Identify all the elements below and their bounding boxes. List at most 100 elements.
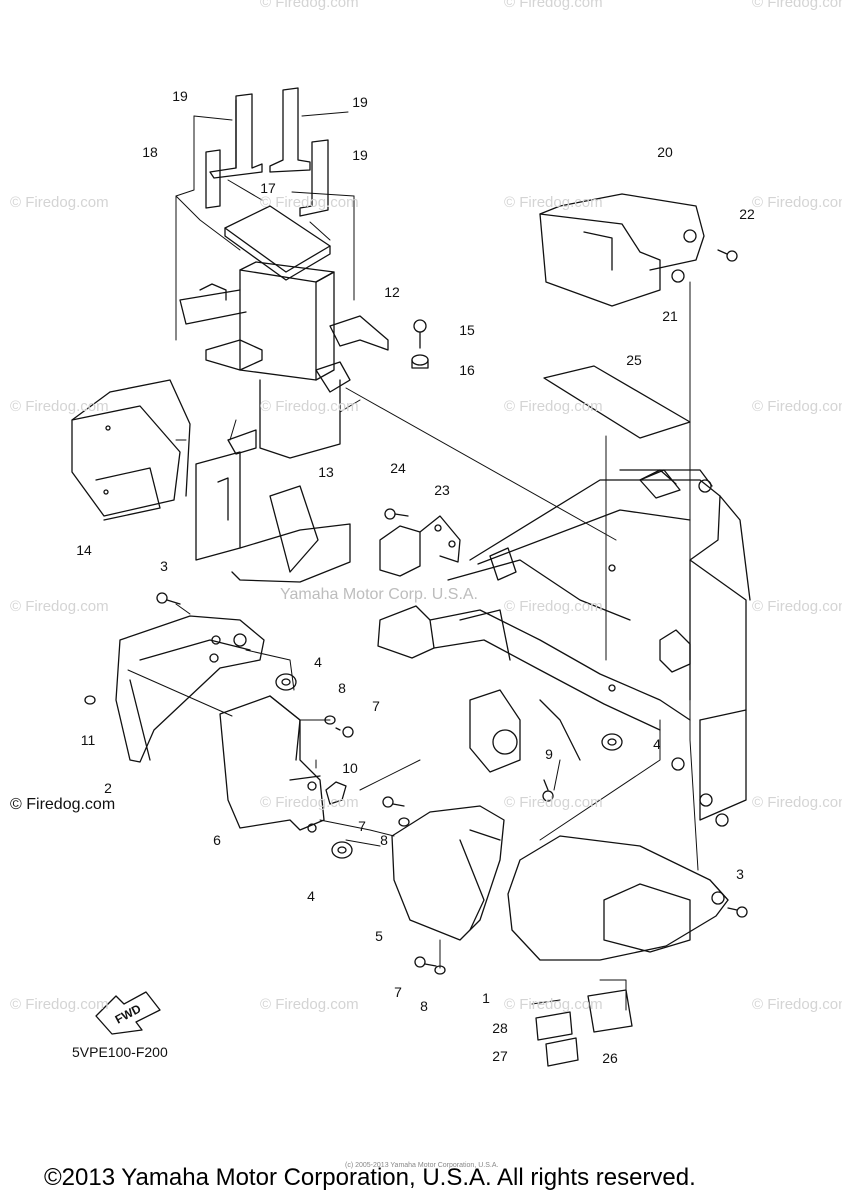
cover-6: [219, 695, 325, 833]
watermark: © Firedog.com: [260, 0, 359, 11]
callout-14: 14: [76, 542, 92, 558]
small-copyright: (c) 2005-2013 Yamaha Motor Corporation, …: [345, 1162, 499, 1169]
bolt-9: [542, 779, 554, 802]
callout-5: 5: [375, 928, 383, 944]
pad-17: [224, 205, 331, 281]
callout-15: 15: [459, 322, 475, 338]
bracket-23: [379, 515, 461, 577]
watermark: © Firedog.com: [504, 194, 603, 211]
copyright-caption: ©2013 Yamaha Motor Corporation, U.S.A. A…: [44, 1164, 696, 1191]
cover-1: [507, 835, 729, 961]
callout-8: 8: [380, 832, 388, 848]
tray-13: [195, 451, 351, 583]
callout-19: 19: [352, 94, 368, 110]
label-27: [545, 1037, 579, 1067]
callout-25: 25: [626, 352, 642, 368]
part-code: 5VPE100-F200: [72, 1044, 168, 1060]
callout-4: 4: [653, 736, 661, 752]
callout-16: 16: [459, 362, 475, 378]
firedog-mark: © Firedog.com: [10, 796, 116, 813]
leader-lines-upper: [175, 111, 355, 341]
callout-17: 17: [260, 180, 276, 196]
frame: [377, 469, 751, 827]
bolt-3b: [727, 906, 748, 918]
collar-16: [411, 354, 429, 369]
grommet-4a: [275, 673, 297, 691]
callout-11: 11: [80, 732, 96, 748]
callout-21: 21: [662, 308, 678, 324]
callout-3: 3: [736, 866, 744, 882]
washer-8b: [398, 817, 410, 827]
callout-3: 3: [160, 558, 168, 574]
callout-1: 1: [482, 990, 490, 1006]
watermark: © Firedog.com: [10, 398, 109, 415]
watermark: © Firedog.com: [260, 194, 359, 211]
plate-19-rear: [299, 139, 329, 217]
bolt-24: [384, 508, 409, 520]
clip-10: [325, 781, 347, 805]
callout-19: 19: [352, 147, 368, 163]
callout-8: 8: [338, 680, 346, 696]
watermark: © Firedog.com: [752, 398, 842, 415]
callout-2: 2: [104, 780, 112, 796]
bolt-3a: [156, 592, 181, 605]
watermark: © Firedog.com: [752, 194, 842, 211]
callout-27: 27: [492, 1048, 508, 1064]
grommet-4c: [331, 841, 353, 859]
housing-20: [539, 193, 705, 307]
callout-19: 19: [172, 88, 188, 104]
watermark: © Firedog.com: [752, 598, 842, 615]
center-watermark: Yamaha Motor Corp. U.S.A.: [280, 586, 478, 603]
watermark: © Firedog.com: [10, 194, 109, 211]
watermark: © Firedog.com: [504, 398, 603, 415]
callout-26: 26: [602, 1050, 618, 1066]
cover-2: [115, 615, 265, 763]
callout-23: 23: [434, 482, 450, 498]
callout-4: 4: [307, 888, 315, 904]
cover-5: [391, 805, 505, 941]
label-26: [587, 989, 633, 1033]
nut-21: [671, 269, 685, 283]
callout-12: 12: [384, 284, 400, 300]
watermark: © Firedog.com: [504, 0, 603, 11]
cover-14: [71, 379, 191, 521]
bracket-12: [315, 315, 389, 393]
callout-4: 4: [314, 654, 322, 670]
bolt-7a: [335, 726, 354, 738]
watermark: © Firedog.com: [10, 598, 109, 615]
callout-7: 7: [372, 698, 380, 714]
watermark: © Firedog.com: [752, 0, 842, 11]
callout-10: 10: [342, 760, 358, 776]
callout-7: 7: [358, 818, 366, 834]
plate-19-right: [269, 87, 311, 173]
callout-28: 28: [492, 1020, 508, 1036]
callout-9: 9: [545, 746, 553, 762]
watermark: © Firedog.com: [504, 794, 603, 811]
battery-box: [179, 261, 341, 459]
bolt-7b: [382, 796, 405, 808]
callout-22: 22: [739, 206, 755, 222]
watermark: © Firedog.com: [260, 398, 359, 415]
grommet-4b: [601, 733, 623, 751]
callout-24: 24: [390, 460, 406, 476]
watermark: © Firedog.com: [752, 794, 842, 811]
callout-7: 7: [394, 984, 402, 1000]
bolt-7c: [414, 956, 437, 968]
watermark: © Firedog.com: [504, 598, 603, 615]
watermark: © Firedog.com: [260, 794, 359, 811]
callout-8: 8: [420, 998, 428, 1014]
callout-6: 6: [213, 832, 221, 848]
watermark: © Firedog.com: [260, 996, 359, 1013]
fwd-arrow-icon: [95, 991, 161, 1035]
callout-13: 13: [318, 464, 334, 480]
plate-19-left: [209, 93, 263, 179]
callout-18: 18: [142, 144, 158, 160]
washer-11: [84, 695, 96, 705]
plate-18: [205, 149, 221, 209]
label-28: [535, 1011, 573, 1041]
watermark: © Firedog.com: [504, 996, 603, 1013]
watermark: © Firedog.com: [10, 996, 109, 1013]
leader-lines: [127, 281, 699, 1011]
callout-20: 20: [657, 144, 673, 160]
